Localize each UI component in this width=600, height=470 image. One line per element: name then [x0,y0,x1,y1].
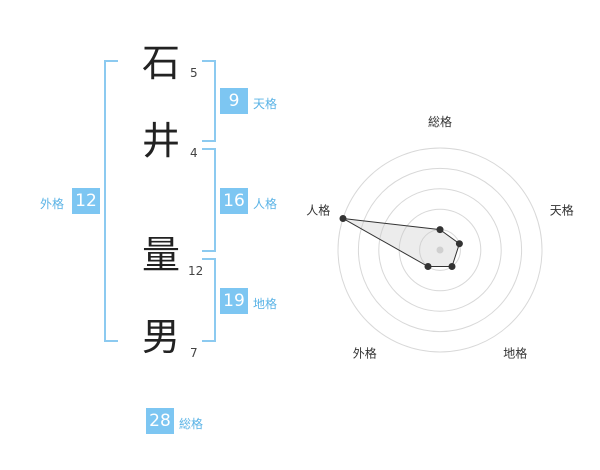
radar-point-2 [455,240,463,248]
stroke-count-1: 5 [190,66,198,80]
gaikaku-bracket [104,60,118,342]
tenkaku-value: 9 [220,88,248,114]
stroke-count-3: 12 [188,264,204,278]
gaikaku-value: 12 [72,188,100,214]
radar-ring [378,188,502,312]
radar-axis-label-3: 地格 [503,346,527,361]
chikaku-label: 地格 [253,297,278,311]
gaikaku-label: 外格 [40,197,65,211]
jinkaku-label: 人格 [253,197,278,211]
chikaku-bracket [202,258,216,342]
name-char-1: 石 [142,41,181,85]
stroke-count-2: 4 [190,146,198,160]
chikaku-value: 19 [220,288,248,314]
soukaku-label: 総格 [179,417,204,431]
radar-ring [357,167,523,333]
radar-polygon [342,217,460,268]
radar-point-1 [436,226,444,234]
radar-axis-label-5: 人格 [306,202,330,217]
radar-point-5 [339,214,347,222]
soukaku-value: 28 [146,408,174,434]
tenkaku-bracket [202,60,216,142]
jinkaku-bracket [202,148,216,252]
radar-point-3 [448,263,456,271]
radar-axis-label-4: 外格 [353,346,377,361]
name-char-3: 量 [142,233,181,277]
radar-axis-label-1: 総格 [428,114,452,129]
tenkaku-label: 天格 [253,97,278,111]
stroke-count-4: 7 [190,346,198,360]
name-char-4: 男 [142,315,181,359]
radar-axis-label-2: 天格 [550,202,574,217]
radar-point-4 [424,263,432,271]
name-char-2: 井 [142,119,181,163]
radar-center [436,246,444,254]
radar-ring [337,147,543,353]
jinkaku-value: 16 [220,188,248,214]
